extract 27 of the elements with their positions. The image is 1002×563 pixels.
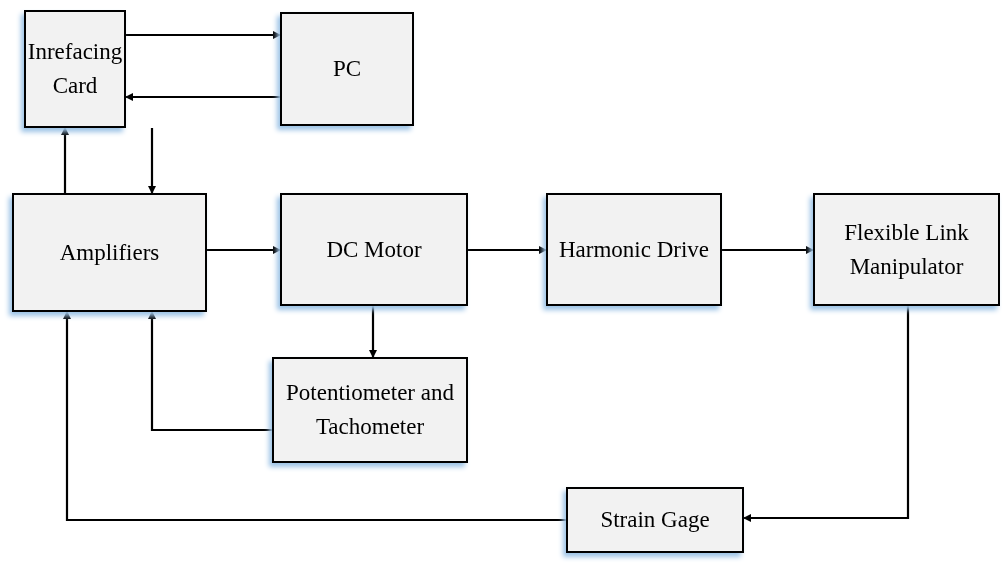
arrow (148, 311, 272, 432)
process-box (813, 193, 1000, 306)
arrow (207, 246, 281, 254)
process-box (272, 357, 468, 463)
arrow (743, 306, 910, 522)
process-box (280, 193, 468, 306)
arrow (148, 128, 156, 194)
process-box (566, 487, 744, 553)
box-label: Flexible Link Manipulator (843, 218, 970, 281)
arrow (369, 306, 377, 358)
arrow (125, 93, 280, 101)
box-label: PC (332, 55, 362, 83)
process-box (12, 193, 207, 312)
box-label: Strain Gage (600, 506, 710, 534)
arrow (61, 127, 69, 193)
arrow (63, 311, 566, 522)
box-label: DC Motor (326, 235, 422, 264)
process-box (24, 10, 126, 128)
arrow (468, 246, 547, 254)
arrow (722, 246, 814, 254)
process-box (546, 193, 722, 306)
arrow (126, 31, 281, 39)
box-label: Amplifiers (59, 238, 160, 267)
process-box (280, 12, 414, 126)
box-label: Inrefacing Card (27, 38, 123, 100)
box-label: Potentiometer and Tachometer (285, 379, 455, 441)
box-label: Harmonic Drive (558, 235, 710, 264)
